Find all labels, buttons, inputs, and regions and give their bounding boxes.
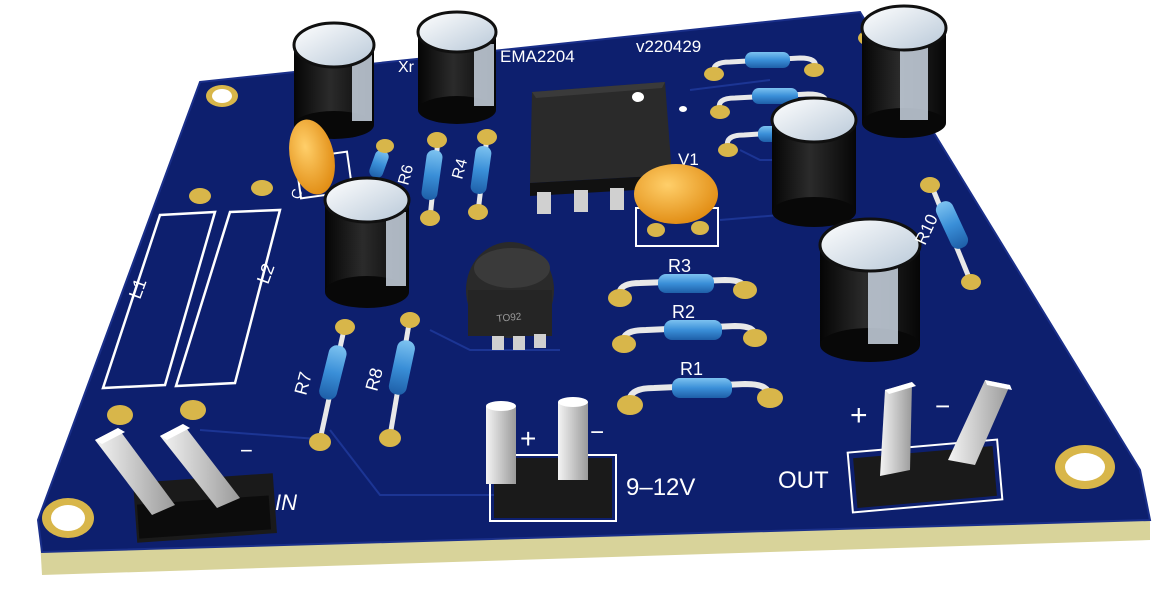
supply-label: 9–12V xyxy=(626,474,695,501)
supply-minus-label: − xyxy=(590,419,604,446)
in-label: IN xyxy=(275,490,297,515)
r4-label: R4 xyxy=(449,157,471,181)
resistor-r1: R1 xyxy=(617,359,783,415)
out-label: OUT xyxy=(778,467,829,494)
resistor-r4: R4 xyxy=(449,129,497,220)
ic-op-amp: V1 xyxy=(530,82,699,214)
electrolytic-capacitor-c2 xyxy=(416,10,498,124)
out-minus-label: − xyxy=(935,391,950,421)
transistor-to92: TO92 xyxy=(466,242,554,350)
ceramic-capacitor-center xyxy=(634,164,719,247)
electrolytic-capacitor-c6 xyxy=(818,217,922,362)
r6-label: R6 xyxy=(395,163,417,187)
resistor-r6: R6 xyxy=(395,132,447,226)
r2-label: R2 xyxy=(672,302,695,322)
resistor-r3: R3 xyxy=(608,256,757,307)
board-id-text: EMA2204 xyxy=(500,47,575,66)
r3-label: R3 xyxy=(668,256,691,276)
electrolytic-capacitor-c4 xyxy=(860,4,948,138)
logo-text: Xr xyxy=(398,59,415,76)
electrolytic-capacitor-c3 xyxy=(323,176,411,308)
v1-label: V1 xyxy=(678,150,699,169)
transistor-pkg-label: TO92 xyxy=(496,311,522,325)
electrolytic-capacitor-c5 xyxy=(770,96,858,227)
supply-header: + − 9–12V xyxy=(486,397,695,522)
mounting-hole-bottom-left xyxy=(42,498,94,538)
in-header: − IN xyxy=(95,424,297,543)
out-header: + − OUT xyxy=(778,380,1012,514)
board-edge xyxy=(40,520,1150,575)
mounting-hole-bottom-right xyxy=(1055,445,1115,489)
r1-label: R1 xyxy=(680,359,703,379)
resistor-r2: R2 xyxy=(612,302,767,353)
resistor-r7: R7 xyxy=(291,319,355,451)
in-minus-label: − xyxy=(240,438,253,463)
supply-plus-label: + xyxy=(520,423,536,454)
resistor-top-right-1 xyxy=(704,52,824,81)
board-version-text: v220429 xyxy=(636,37,701,56)
c-ceramic-label: C xyxy=(287,187,305,201)
mounting-hole-top-left xyxy=(206,85,238,107)
resistor-small-left xyxy=(369,139,394,178)
out-plus-label: + xyxy=(850,399,868,432)
